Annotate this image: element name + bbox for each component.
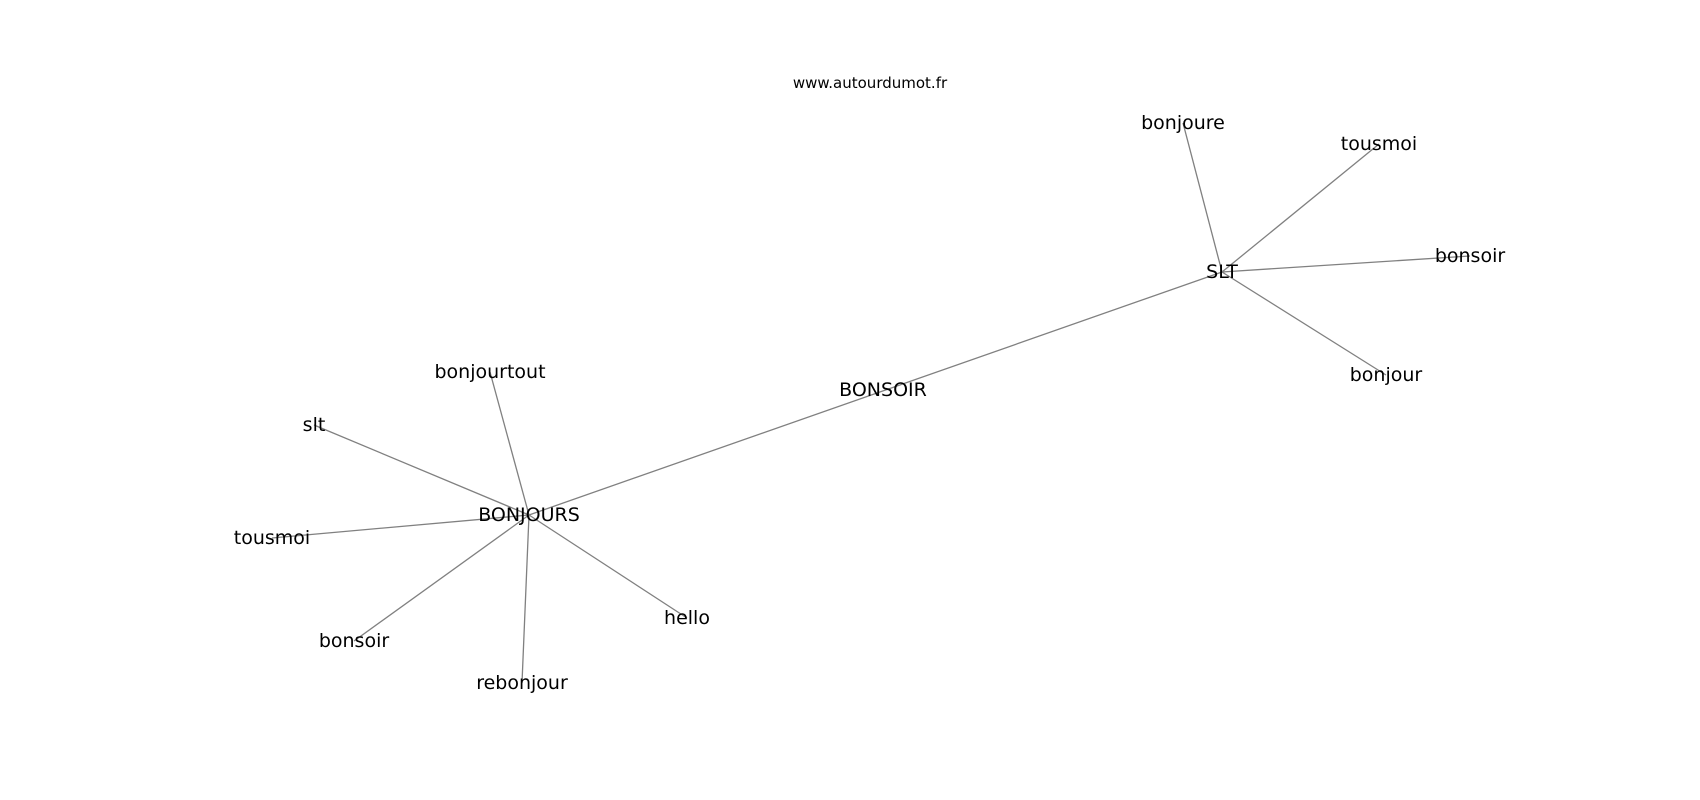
node-label-h1_bonsoir: bonsoir — [319, 630, 390, 652]
labels-layer: BONSOIR BONJOURS SLT bonjourtout slt tousmoi b… — [234, 112, 1506, 694]
edge-hub1-h1_rebonjour — [521, 514, 530, 684]
node-label-h1_slt: slt — [303, 414, 326, 436]
edge-hub1-h1_slt — [313, 424, 530, 516]
node-label-h2_bonsoir: bonsoir — [1435, 245, 1506, 267]
node-label-h1_tousmoi: tousmoi — [234, 527, 310, 549]
node-label-h1_hello: hello — [664, 607, 710, 629]
node-label-h1_bonjourtout: bonjourtout — [434, 361, 545, 383]
node-label-hub1: BONJOURS — [478, 504, 580, 526]
edge-hub2-h2_bonjour — [1221, 271, 1387, 376]
source-header: www.autourdumot.fr — [793, 74, 948, 92]
edge-hub2-h2_bonjoure — [1182, 122, 1223, 273]
node-label-h2_bonjour: bonjour — [1350, 364, 1423, 386]
node-label-center: BONSOIR — [839, 379, 927, 401]
edge-hub1-h1_bonsoir — [353, 514, 530, 642]
edge-hub1-h1_tousmoi — [271, 514, 530, 539]
edge-hub1-hub2 — [528, 271, 1223, 516]
node-label-h2_bonjoure: bonjoure — [1141, 112, 1225, 134]
edge-hub1-h1_bonjourtout — [489, 371, 530, 516]
edge-hub2-h2_tousmoi — [1221, 143, 1380, 273]
edge-hub1-h1_hello — [528, 514, 688, 619]
edges-layer — [271, 122, 1471, 684]
node-label-h1_rebonjour: rebonjour — [476, 672, 568, 694]
node-label-h2_tousmoi: tousmoi — [1341, 133, 1417, 155]
edge-hub2-h2_bonsoir — [1221, 255, 1471, 273]
node-label-hub2: SLT — [1206, 261, 1238, 283]
